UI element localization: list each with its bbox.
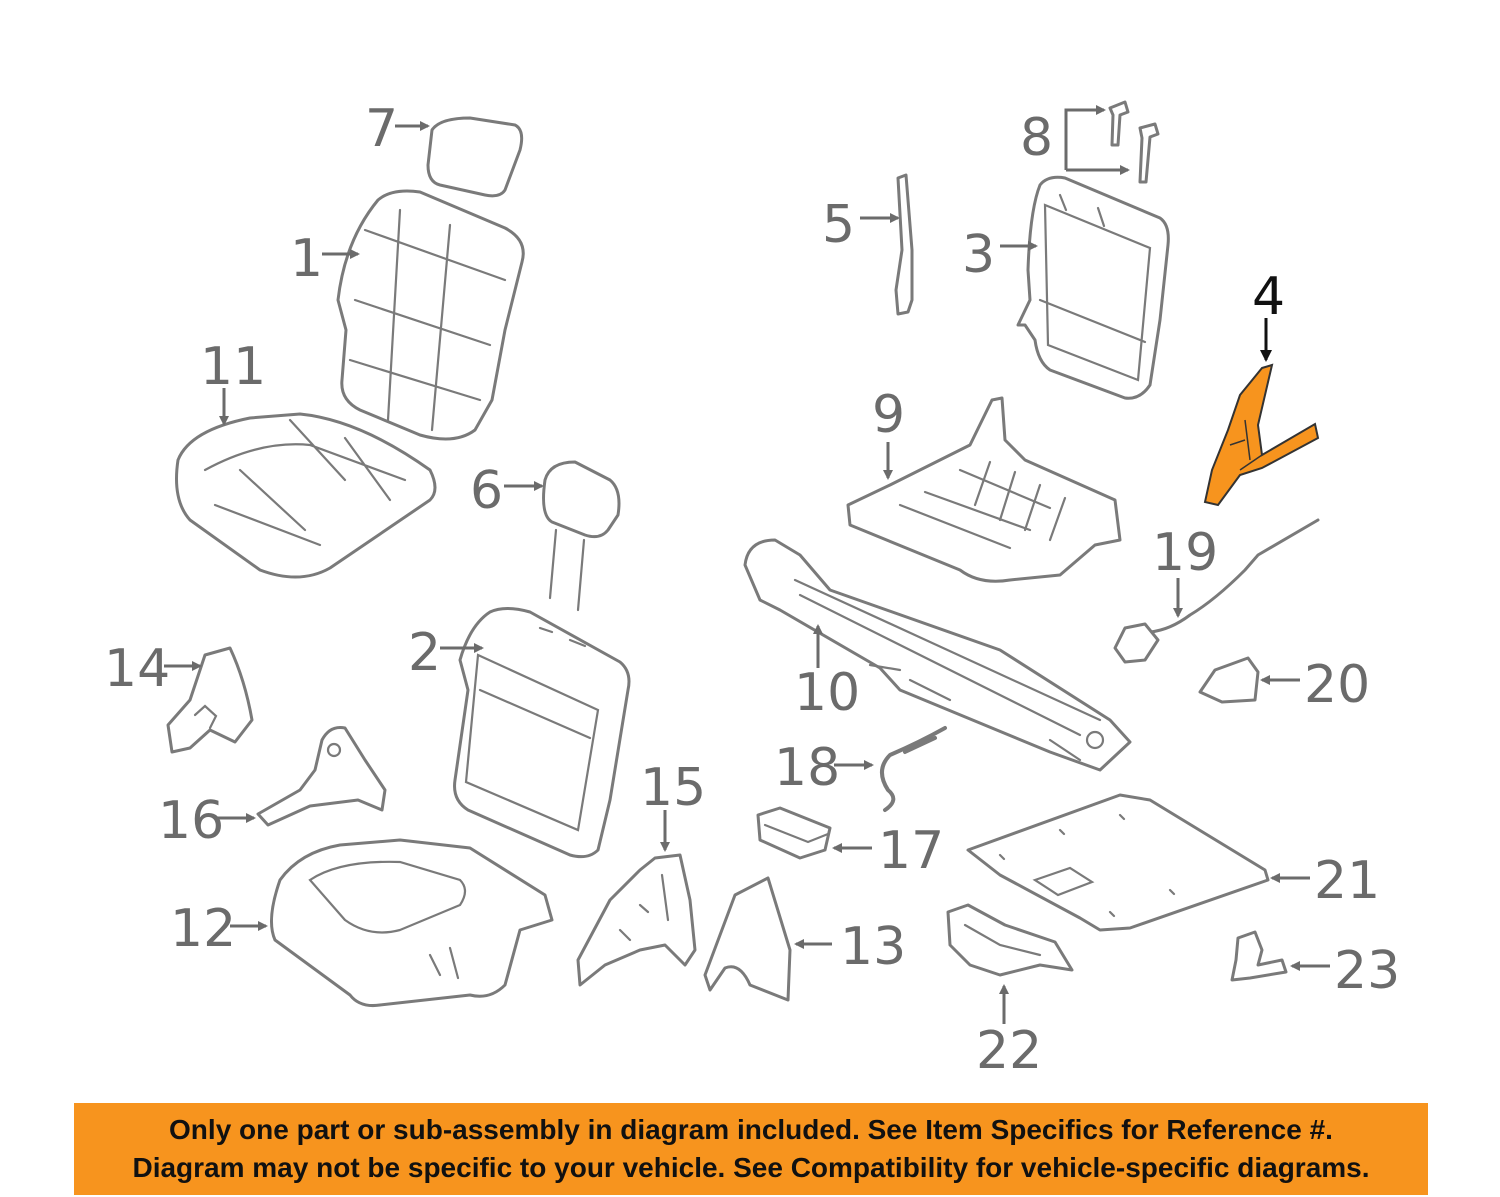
part-21-floor-panel: 21 [966, 793, 1380, 932]
part-2-seat-back-frame: 2 [408, 607, 631, 859]
part-14-side-cover: 14 [104, 639, 254, 754]
disclaimer-line-1: Only one part or sub-assembly in diagram… [169, 1114, 1333, 1145]
part-8-guides: 8 [1020, 100, 1160, 184]
part-23-hook: 23 [1230, 930, 1400, 1001]
part-20-clip: 20 [1198, 655, 1370, 715]
callout-8: 8 [1020, 108, 1053, 168]
callout-5: 5 [822, 195, 855, 255]
part-13-side-shield: 13 [703, 876, 906, 1002]
disclaimer-line-2: Diagram may not be specific to your vehi… [132, 1152, 1370, 1183]
part-16-bracket: 16 [158, 726, 387, 851]
part-7-headrest: 7 [365, 99, 524, 198]
part-5-trim-strip: 5 [822, 173, 914, 316]
part-15-trim-panel: 15 [576, 758, 706, 987]
callout-7: 7 [365, 99, 398, 159]
callout-11: 11 [200, 337, 266, 397]
callout-23: 23 [1334, 941, 1400, 1001]
part-17-box: 17 [756, 806, 944, 881]
callout-4: 4 [1252, 267, 1285, 327]
disclaimer-banner: Only one part or sub-assembly in diagram… [74, 1103, 1428, 1195]
callout-22: 22 [976, 1021, 1042, 1080]
callout-2: 2 [408, 623, 441, 683]
callout-1: 1 [290, 229, 323, 289]
callout-19: 19 [1152, 523, 1218, 583]
callout-12: 12 [170, 899, 236, 959]
part-4-highlighted-latch: 4 [1203, 267, 1320, 507]
callout-18: 18 [774, 738, 840, 798]
part-18-cable: 18 [774, 726, 947, 812]
callout-13: 13 [840, 917, 906, 977]
callout-6: 6 [470, 461, 503, 521]
part-6-headrest: 6 [470, 460, 621, 612]
part-11-cushion-cover: 11 [175, 337, 437, 579]
parts-diagram: 7 1 11 6 2 12 14 [104, 99, 1400, 1080]
callout-20: 20 [1304, 655, 1370, 715]
part-3-back-frame: 3 [962, 175, 1170, 400]
callout-14: 14 [104, 639, 170, 699]
part-19-cable: 19 [1113, 518, 1320, 664]
callout-9: 9 [872, 385, 905, 445]
callout-16: 16 [158, 791, 224, 851]
callout-15: 15 [640, 758, 706, 818]
part-9-seat-pan: 9 [846, 385, 1122, 583]
part-1-seat-back-cover: 1 [290, 189, 525, 441]
callout-17: 17 [878, 821, 944, 881]
part-12-cushion-frame: 12 [170, 838, 554, 1007]
callout-10: 10 [794, 663, 860, 723]
callout-21: 21 [1314, 851, 1380, 911]
part-10-seat-track: 10 [743, 538, 1132, 772]
part-22-tray: 22 [946, 903, 1074, 1080]
callout-3: 3 [962, 225, 995, 285]
